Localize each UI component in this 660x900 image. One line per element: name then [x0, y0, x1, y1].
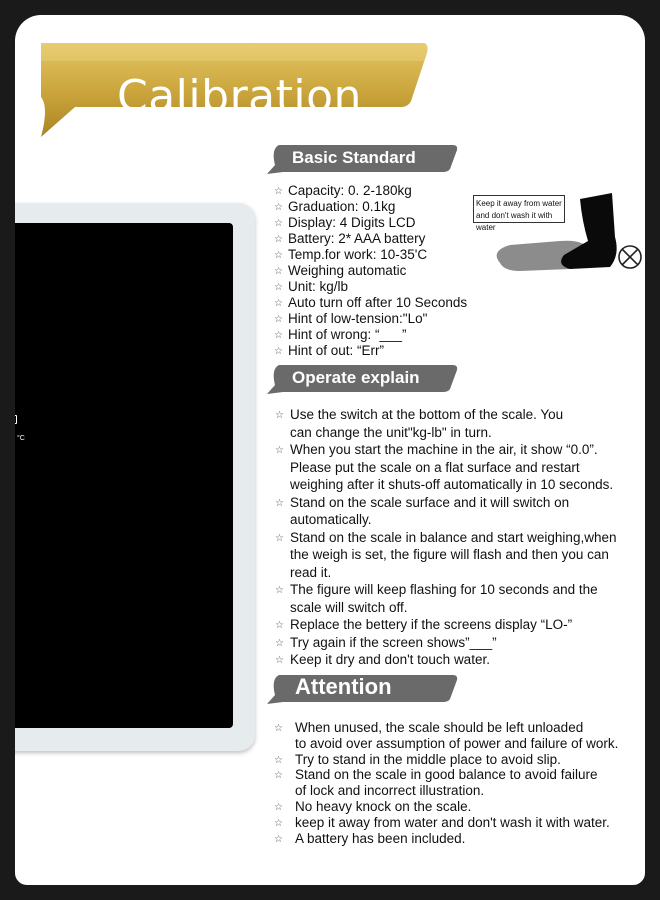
page-title: Calibration: [117, 71, 362, 122]
attention-list: ☆When unused, the scale should be left u…: [274, 720, 640, 846]
star-icon: ☆: [274, 770, 283, 782]
tab-shape: [267, 145, 458, 174]
list-item: ☆When you start the machine in the air, …: [275, 442, 614, 492]
operate-explain-list: ☆Use the switch at the bottom of the sca…: [275, 406, 640, 669]
star-icon: ☆: [275, 655, 284, 666]
star-icon: ☆: [275, 532, 284, 544]
water-warning-illustration: Keep it away from water and don't wash i…: [460, 175, 645, 285]
list-item: ☆Capacity: 0. 2-180kg: [274, 183, 412, 198]
basic-standard-list: ☆Capacity: 0. 2-180kg ☆Graduation: 0.1kg…: [274, 183, 468, 359]
list-item: ☆The figure will keep flashing for 10 se…: [275, 582, 598, 615]
list-item: ☆Try again if the screen shows”___”: [275, 634, 640, 652]
operate-explain-tab: Operate explain: [265, 363, 460, 394]
star-icon: ☆: [274, 266, 283, 277]
list-item: ☆Stand on the scale in good balance to a…: [274, 767, 598, 799]
star-icon: ☆: [275, 637, 284, 649]
star-icon: ☆: [274, 218, 283, 229]
lcd-temp-unit: °C: [17, 435, 25, 442]
star-icon: ☆: [274, 234, 283, 245]
star-icon: ☆: [275, 445, 284, 456]
star-icon: ☆: [275, 497, 284, 509]
battery-icon: [15, 415, 17, 424]
star-icon: ☆: [274, 833, 283, 845]
list-item: ☆Display: 4 Digits LCD: [274, 215, 416, 230]
star-icon: ☆: [274, 298, 283, 309]
star-icon: ☆: [275, 620, 284, 631]
star-icon: ☆: [274, 282, 283, 293]
calibration-banner: Calibration: [35, 41, 430, 139]
list-item: ☆Stand on the scale in balance and start…: [275, 529, 617, 580]
basic-standard-title: Basic Standard: [292, 148, 416, 167]
list-item: ☆When unused, the scale should be left u…: [274, 720, 619, 751]
list-item: ☆Try to stand in the middle place to avo…: [274, 751, 561, 767]
star-icon: ☆: [274, 817, 283, 829]
list-item: ☆Auto turn off after 10 Seconds: [274, 295, 468, 310]
tab-shape: [267, 675, 458, 704]
list-item: ☆Graduation: 0.1kg: [274, 199, 396, 214]
list-item: ☆No heavy knock on the scale.: [274, 798, 472, 814]
tab-shape: [267, 365, 458, 394]
list-item: ☆Unit: kg/lb: [274, 279, 349, 294]
star-icon: ☆: [275, 410, 284, 421]
list-item: ☆Temp.for work: 10-35'C: [274, 247, 428, 262]
star-icon: ☆: [275, 585, 284, 596]
list-item: ☆Hint of low-tension:"Lo": [274, 311, 428, 326]
star-icon: ☆: [274, 346, 283, 357]
star-icon: ☆: [274, 314, 283, 325]
list-item: ☆Replace the bettery if the screens disp…: [275, 616, 640, 634]
star-icon: ☆: [274, 723, 283, 734]
list-item: ☆Stand on the scale surface and it will …: [275, 494, 570, 528]
star-icon: ☆: [274, 330, 283, 341]
list-item: ☆A battery has been included.: [274, 830, 466, 846]
list-item: ☆keep it away from water and don't wash …: [274, 814, 610, 830]
scale-image: KG 23 °C: [15, 203, 255, 751]
list-item: ☆Hint of wrong: “___”: [274, 327, 407, 342]
banner-shape: [41, 43, 428, 137]
star-icon: ☆: [274, 186, 283, 197]
star-icon: ☆: [274, 250, 283, 261]
list-item: ☆Weighing automatic: [274, 263, 407, 278]
basic-standard-tab: Basic Standard: [265, 143, 460, 174]
lcd-reading: 23: [15, 435, 16, 457]
scale-glass: [15, 223, 233, 728]
list-item: ☆Use the switch at the bottom of the sca…: [275, 407, 564, 440]
star-icon: ☆: [274, 202, 283, 213]
star-icon: ☆: [274, 801, 283, 813]
operate-explain-title: Operate explain: [292, 368, 420, 387]
list-item: ☆Battery: 2* AAA battery: [274, 231, 426, 246]
foot-illustration: [496, 193, 642, 271]
prohibited-icon: [618, 245, 642, 269]
list-item: ☆Hint of out: “Err”: [274, 343, 385, 358]
list-item: ☆Keep it dry and don't touch water.: [275, 651, 640, 669]
attention-tab: Attention: [265, 673, 460, 704]
star-icon: ☆: [274, 754, 283, 766]
attention-title: Attention: [295, 674, 392, 699]
product-sheet: Calibration KG 23 °C Basic Standard ☆Cap…: [15, 15, 645, 885]
illustration-caption: Keep it away from water and don't wash i…: [473, 195, 565, 232]
